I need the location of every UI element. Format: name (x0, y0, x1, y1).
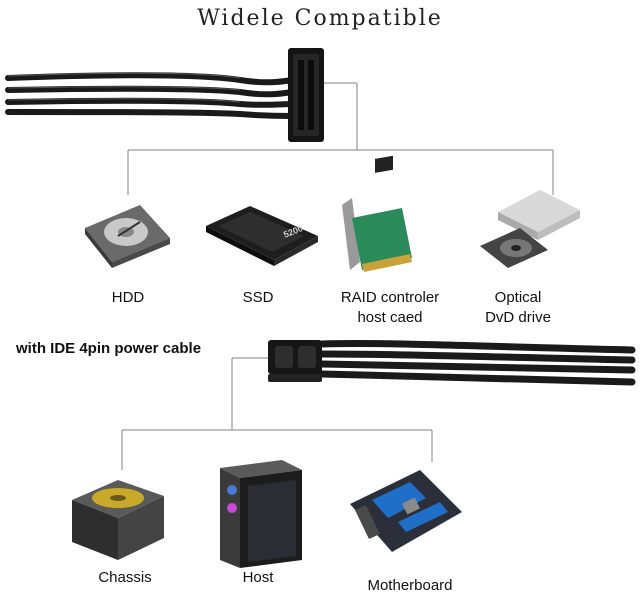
label-hdd-line: HDD (111, 289, 145, 306)
label-raid-line-1: RAID controler (340, 289, 440, 306)
ide-power-connector (268, 340, 322, 382)
ide-cable-bundle (318, 339, 636, 386)
power-supply-icon (72, 480, 164, 560)
motherboard-icon (350, 470, 462, 552)
optical-drive-icon (480, 190, 580, 268)
label-ssd-line: SSD (242, 289, 274, 306)
label-raid: RAID controler host caed (325, 288, 455, 328)
label-ssd: SSD (218, 288, 298, 308)
label-motherboard: Motherboard (350, 576, 470, 596)
label-optical: Optical DvD drive (468, 288, 568, 328)
ide-note: with IDE 4pin power cable (16, 340, 202, 357)
label-optical-line-2: DvD drive (485, 309, 551, 326)
label-chassis: Chassis (80, 568, 170, 588)
pc-case-icon (220, 460, 302, 568)
label-host-line: Host (242, 569, 274, 586)
label-optical-line-1: Optical (494, 289, 542, 306)
raid-card-icon (342, 155, 412, 272)
label-hdd: HDD (88, 288, 168, 308)
label-motherboard-line: Motherboard (367, 577, 453, 594)
label-raid-line-2: host caed (357, 309, 423, 326)
label-host: Host (218, 568, 298, 588)
diagram-title: Widele Compatible (197, 6, 443, 31)
sata-cable-bundle (5, 72, 295, 119)
hdd-icon (85, 205, 170, 268)
sata-power-connector (288, 48, 324, 142)
sata-connector-lines (127, 82, 554, 195)
ide-connector-lines (121, 357, 433, 470)
ssd-icon (206, 206, 318, 266)
label-chassis-line: Chassis (98, 569, 152, 586)
